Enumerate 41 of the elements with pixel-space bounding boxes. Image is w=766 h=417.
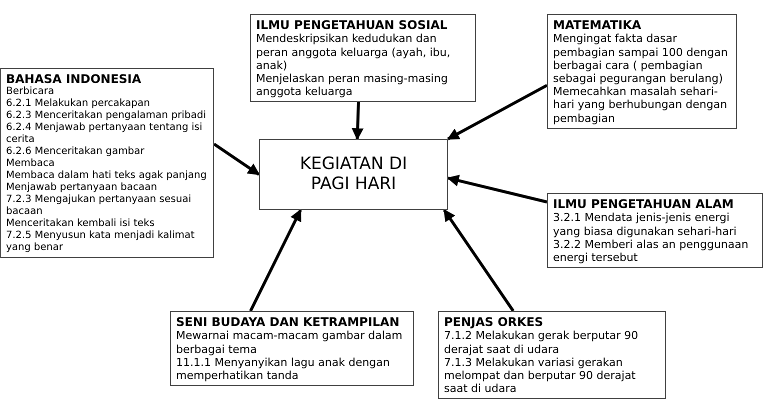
arrow <box>249 208 302 312</box>
learning-goal: Menjawab pertanyaan bacaan <box>6 182 158 194</box>
subject-heading: ILMU PENGETAHUAN SOSIAL <box>256 18 448 32</box>
arrow <box>442 209 514 312</box>
learning-goal: Menjelaskan peran masing-masing anggota keluarga <box>256 72 449 98</box>
learning-goal: Membaca dalam hati teks agak panjang <box>6 170 208 182</box>
subject-heading: PENJAS ORKES <box>444 315 544 330</box>
arrow <box>446 84 548 140</box>
subject-box <box>547 193 763 268</box>
arrow <box>446 174 548 204</box>
learning-goal: 7.1.3 Melakukan variasi gerakan melompat dan berputar 90 derajat saat di udara <box>444 356 637 396</box>
subject-box <box>0 68 214 258</box>
arrow <box>213 142 260 176</box>
learning-goal: Mendeskripsikan kedudukan dan peran anggota keluarga (ayah, ibu, anak) <box>256 32 452 72</box>
learning-goal: Berbicara <box>6 86 56 98</box>
learning-goal: Mewarnai macam-macam gambar dalam berbagai tema <box>176 329 404 356</box>
subject-box <box>547 14 737 129</box>
subject-heading: SENI BUDAYA DAN KETRAMPILAN <box>176 315 400 330</box>
learning-goal: 11.1.1 Menyanyikan lagu anak dengan memperhatikan tanda <box>176 356 391 382</box>
subject-heading: BAHASA INDONESIA <box>6 72 142 86</box>
learning-goal: 6.2.1 Melakukan percakapan <box>6 98 151 110</box>
subject-heading: MATEMATIKA <box>553 18 642 32</box>
topic-box <box>259 139 448 210</box>
topic-title: KEGIATAN DI PAGI HARI <box>298 154 408 195</box>
learning-goal: 7.1.2 Melakukan gerak berputar 90 derajat saat di udara <box>444 329 640 356</box>
subject-box <box>250 14 476 102</box>
arrow <box>352 102 364 140</box>
subject-box <box>438 311 666 400</box>
learning-goal: Menceritakan kembali isi teks <box>6 218 156 230</box>
learning-goal: 6.2.3 Menceritakan pengalaman pribadi <box>6 110 208 122</box>
subject-heading: ILMU PENGETAHUAN ALAM <box>553 197 735 212</box>
learning-goal: Memecahkan masalah sehari-hari yang berhubungan dengan pembagian <box>553 85 728 125</box>
subject-box <box>170 311 414 386</box>
learning-goal: 3.2.2 Memberi alas an penggunaan energi tersebut <box>553 238 750 264</box>
learning-goal: 6.2.6 Menceritakan gambar <box>6 146 146 158</box>
learning-goal: 7.2.3 Mengajukan pertanyaan sesuai bacaan <box>6 194 192 218</box>
learning-goal: Membaca <box>6 158 56 170</box>
learning-goal: Mengingat fakta dasar pembagian sampai 100 dengan berbagai cara ( pembagian sebagai pegurangan berulang) <box>553 32 729 86</box>
learning-goal: 6.2.4 Menjawab pertanyaan tentang isi cerita <box>6 122 204 146</box>
learning-goal: 3.2.1 Mendata jenis-jenis energi yang biasa digunakan sehari-hari <box>553 211 738 238</box>
learning-goal: 7.2.5 Menyusun kata menjadi kalimat yang benar <box>6 230 196 254</box>
